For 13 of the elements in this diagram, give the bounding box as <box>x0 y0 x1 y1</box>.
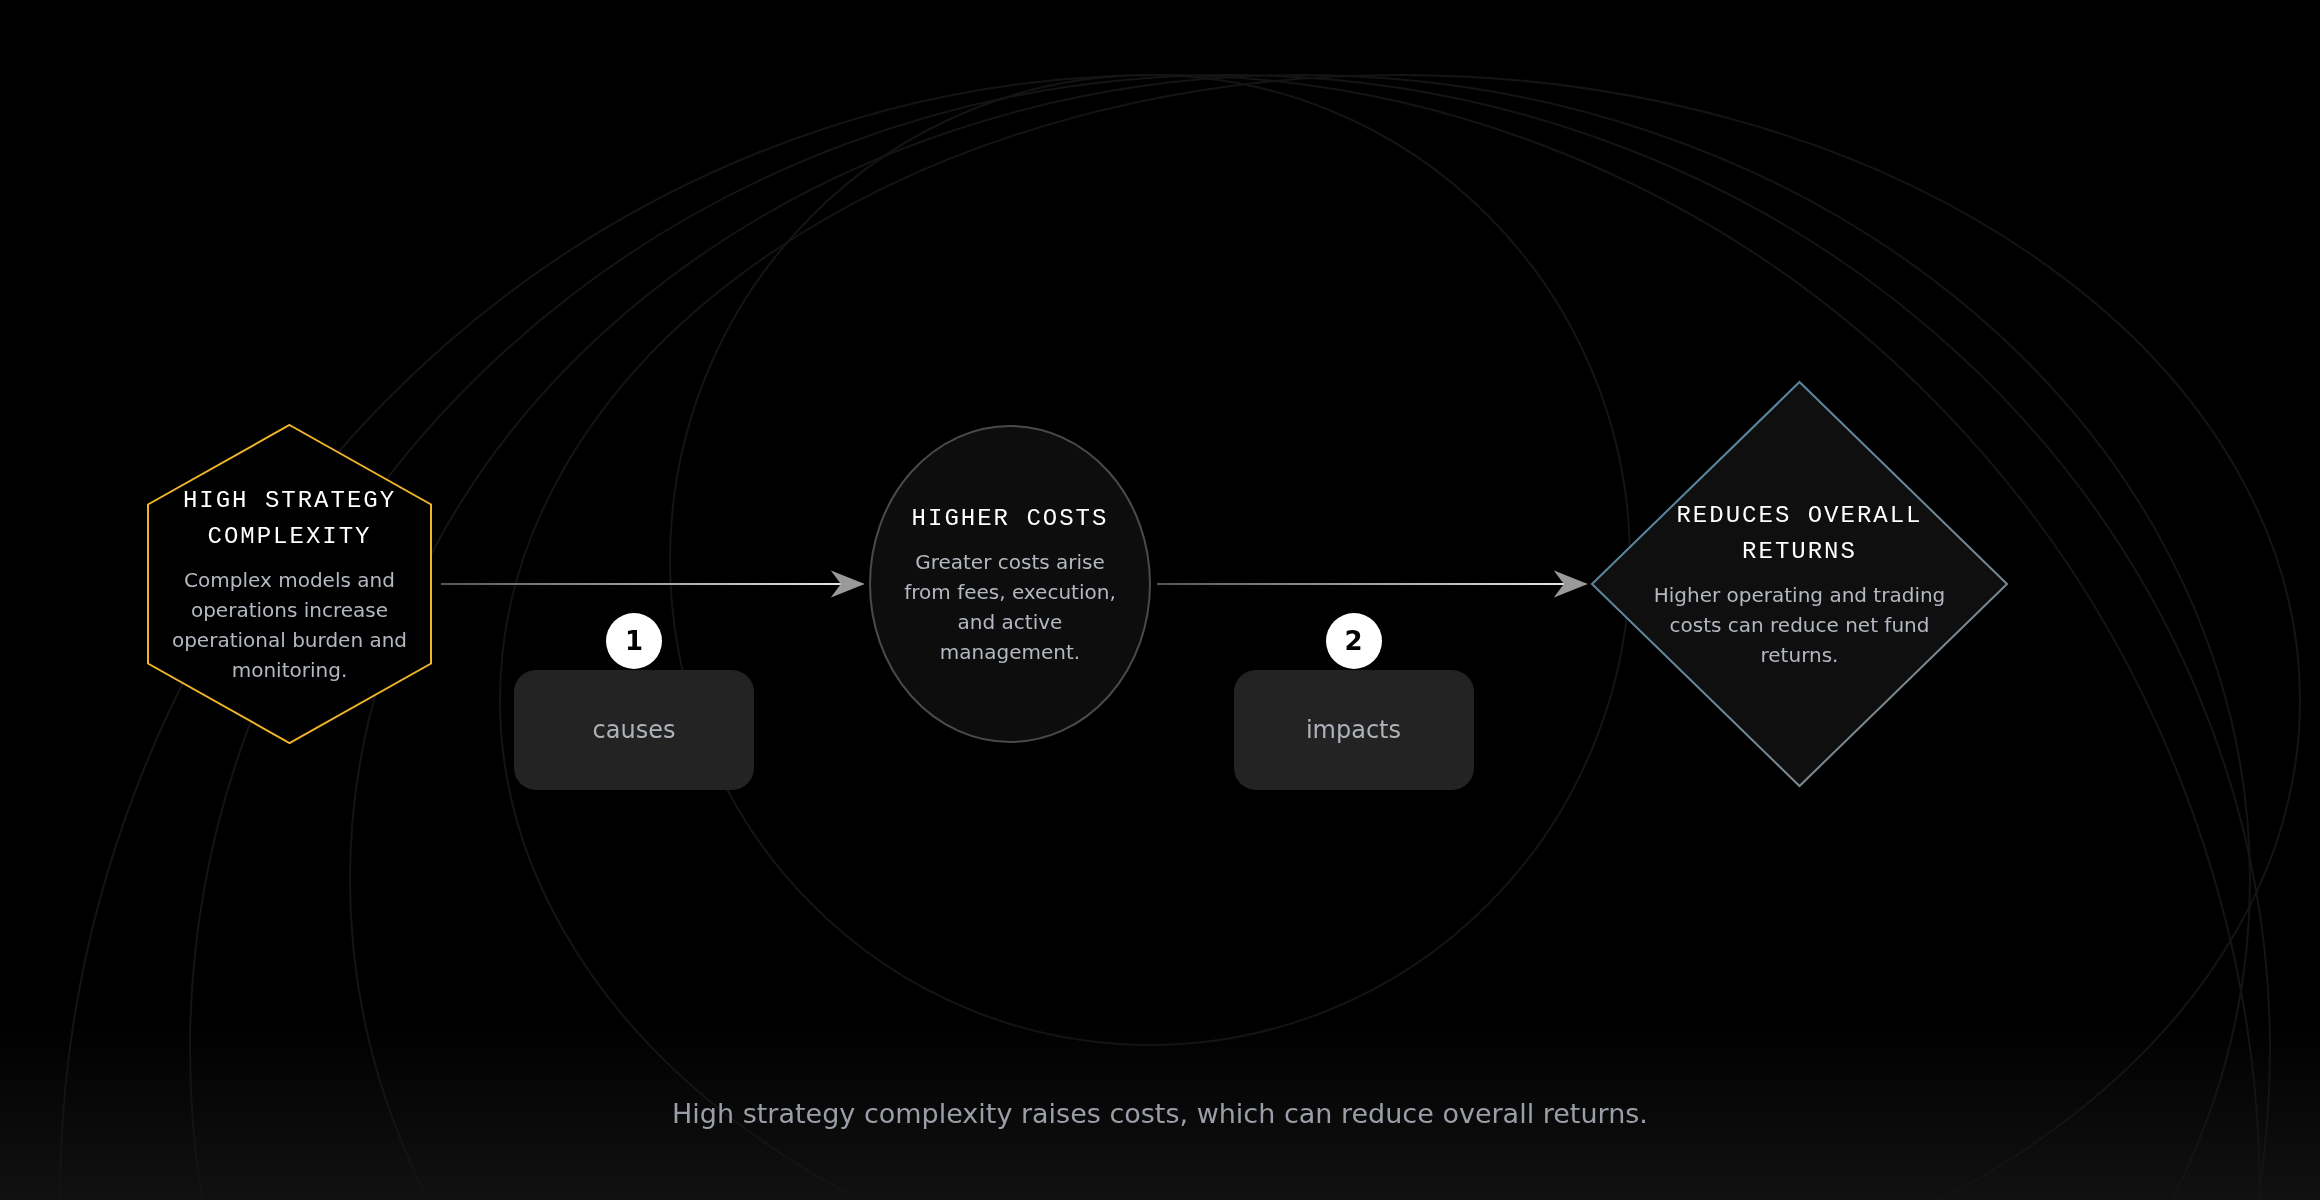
node-description: Greater costs arise from fees, execution, and active management. <box>903 549 1117 666</box>
node-description: Higher operating and trading costs can reduce net fund returns. <box>1652 582 1947 669</box>
caption: High strategy complexity raises costs, which can reduce overall returns. <box>671 1098 1649 1129</box>
step-label-card: impacts <box>1233 670 1474 790</box>
node-title: HIGH STRATEGY COMPLEXITY <box>181 486 398 552</box>
step-number-badge: 1 <box>606 613 662 669</box>
node-title: HIGHER COSTS <box>911 504 1109 534</box>
node-description: Complex models and operations increase operational burden and monitoring. <box>170 567 409 684</box>
arrow <box>1156 570 1588 598</box>
node-title: REDUCES OVERALL RETURNS <box>1675 501 1924 567</box>
step-number-badge: 2 <box>1325 613 1382 669</box>
arrow <box>440 570 865 598</box>
step-label-card: causes <box>514 670 754 790</box>
